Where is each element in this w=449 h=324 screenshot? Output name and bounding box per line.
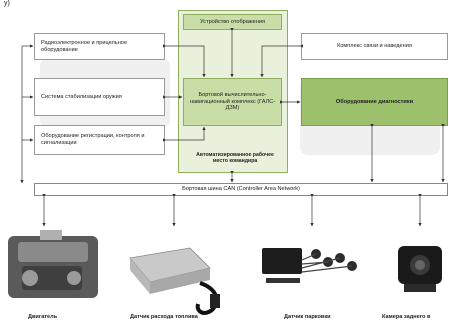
- engine-label: Двигатель: [28, 314, 58, 320]
- rear-camera-image: [398, 246, 442, 292]
- stabilization-box: Система стабилизации оружия: [34, 78, 165, 116]
- parking-sensor-image: [262, 248, 357, 283]
- registration-box: Оборудование регистрации, контроля и сиг…: [34, 125, 165, 155]
- workstation-label: Автоматизированное рабочее место команди…: [196, 152, 274, 164]
- comm-complex-box: Комплекс связи и наведения: [301, 33, 448, 60]
- can-bus-bar: Бортовая шина CAN (Controller Area Netwo…: [34, 183, 448, 196]
- computer-complex-box: Бортовой вычислительно-навигационный ком…: [183, 78, 282, 126]
- device-illustrations: [8, 230, 442, 315]
- fuel-sensor-image: [129, 247, 220, 315]
- parking-sensor-label: Датчик парковки: [284, 314, 331, 320]
- diagnostics-box: Оборудование диагностики: [301, 78, 448, 126]
- fuel-sensor-label: Датчик расхода топлива: [130, 314, 198, 320]
- engine-image: [8, 230, 98, 298]
- partial-title: у): [4, 0, 10, 7]
- rear-camera-label: Камера заднего в: [382, 314, 431, 320]
